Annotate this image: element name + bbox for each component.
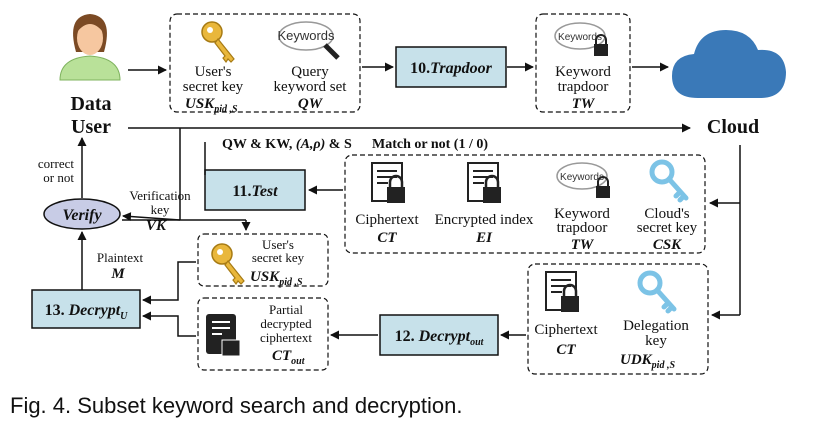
user-key-label-2: secret key xyxy=(252,250,305,265)
decrypt-out-step-box xyxy=(379,314,499,356)
ei-label: Encrypted index xyxy=(435,212,534,228)
udk-var: UDKpid ,S xyxy=(620,352,675,371)
cloud-output-box xyxy=(527,263,709,375)
scheme-diagram: Data User Cloud User's secret key USKpid… xyxy=(31,13,786,375)
user-key-box xyxy=(197,233,329,287)
partial-label-1: Partial xyxy=(269,302,303,317)
trapdoor-step-box xyxy=(395,46,507,88)
gold-key-icon xyxy=(201,21,235,63)
data-user-icon xyxy=(59,14,121,81)
test-ct-label: Ciphertext xyxy=(355,212,419,228)
verify-node xyxy=(43,198,121,230)
encrypted-index-icon xyxy=(466,161,503,205)
udk-label-1: Delegation xyxy=(623,318,689,334)
vk-var: VK xyxy=(146,218,167,234)
usk-label-1: User's xyxy=(195,64,232,80)
csk-label-1: Cloud's xyxy=(644,206,689,222)
tw-label-2: trapdoor xyxy=(558,79,609,95)
csk-label-2: secret key xyxy=(637,220,698,236)
vk-label-1: Verification xyxy=(129,188,191,203)
cloud-label: Cloud xyxy=(707,116,759,138)
plaintext-label: Plaintext xyxy=(97,250,144,265)
trapdoor-output-box xyxy=(535,13,631,113)
cloud-ct-label: Ciphertext xyxy=(534,322,598,338)
decrypt-u-step-label: 13. DecryptU xyxy=(45,302,129,322)
test-step-label: 11.Test xyxy=(232,183,278,200)
test-tw-label-2: trapdoor xyxy=(557,220,608,236)
ei-var: EI xyxy=(475,230,493,246)
correct-label-2: or not xyxy=(43,170,74,185)
keyword-trapdoor-icon: Keywords xyxy=(554,22,608,56)
test-input-box xyxy=(344,154,706,254)
keywords-search-icon: Keywords xyxy=(277,21,340,60)
cloud-ciphertext-icon xyxy=(544,270,581,314)
decrypt-u-step-box xyxy=(31,289,141,329)
data-user-label-1: Data xyxy=(70,93,111,115)
partial-var: CTout xyxy=(272,348,306,367)
figure-caption: Fig. 4. Subset keyword search and decryp… xyxy=(10,393,463,418)
trapdoor-step-label: 10.Trapdoor xyxy=(410,60,492,77)
cloud-icon xyxy=(672,30,786,98)
plaintext-var: M xyxy=(110,266,125,282)
qw-label-1: Query xyxy=(291,64,329,80)
correct-label-1: correct xyxy=(38,156,74,171)
qw-var: QW xyxy=(298,96,324,112)
cloud-secret-key-icon xyxy=(652,162,686,200)
test-keyword-trapdoor-icon: Keywords xyxy=(556,162,610,198)
cloud-ct-var: CT xyxy=(556,342,576,358)
test-tw-var: TW xyxy=(571,237,595,253)
ciphertext-icon xyxy=(370,161,407,205)
user-key-label-1: User's xyxy=(262,237,294,252)
usk-var: USKpid ,S xyxy=(185,96,238,115)
user-input-box xyxy=(169,13,361,113)
user-key-icon xyxy=(211,243,245,285)
verify-label: Verify xyxy=(62,207,102,224)
svg-text:Keywords: Keywords xyxy=(560,172,604,183)
match-left-label: QW & KW, (A,ρ) & S xyxy=(222,137,352,152)
qw-label-2: keyword set xyxy=(274,79,348,95)
data-user-label-2: User xyxy=(71,116,111,138)
partial-label-2: decrypted xyxy=(260,316,312,331)
decrypt-out-step-label: 12. Decryptout xyxy=(395,328,485,348)
match-right-label: Match or not (1 / 0) xyxy=(372,137,488,152)
test-step-box xyxy=(204,169,306,211)
test-tw-label-1: Keyword xyxy=(554,206,610,222)
partial-label-3: ciphertext xyxy=(260,330,312,345)
svg-text:Keywords: Keywords xyxy=(558,32,602,43)
test-ct-var: CT xyxy=(377,230,397,246)
delegation-key-icon xyxy=(640,273,674,311)
vk-label-2: key xyxy=(151,202,170,217)
partial-ciphertext-icon xyxy=(206,314,241,357)
user-key-var: USKpid ,S xyxy=(250,269,303,288)
svg-text:Keywords: Keywords xyxy=(277,28,335,43)
tw-label-1: Keyword xyxy=(555,64,611,80)
csk-var: CSK xyxy=(653,237,682,253)
udk-label-2: key xyxy=(645,333,667,349)
usk-label-2: secret key xyxy=(183,79,244,95)
tw-var: TW xyxy=(572,96,596,112)
partial-ciphertext-box xyxy=(197,297,329,371)
